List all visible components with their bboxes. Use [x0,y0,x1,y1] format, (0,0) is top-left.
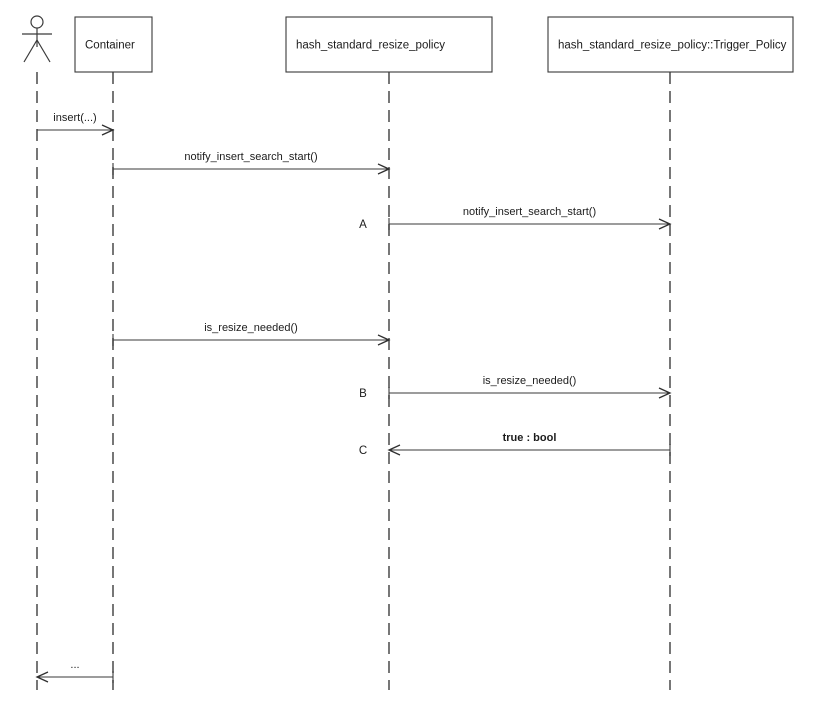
participant-label-policy: hash_standard_resize_policy [296,40,445,52]
participant-box-trigger[interactable] [547,16,794,73]
message-label-m3: notify_insert_search_start() [463,206,596,218]
actor-head-icon [30,15,44,29]
message-m4: is_resize_needed() [112,322,391,346]
participant-box-container[interactable] [74,16,153,73]
message-label-m7: ... [70,659,79,671]
participant-boxes-layer: Container hash_standard_resize_policy hash… [74,16,794,73]
message-arrowhead-m5 [658,387,672,399]
message-label-m1: insert(...) [53,112,96,124]
message-marker-m5: B [359,388,367,400]
message-arrowhead-m6 [387,444,401,456]
actor-leg-left-icon [23,39,38,63]
message-label-m4: is_resize_needed() [204,322,298,334]
participant-box-policy[interactable] [285,16,493,73]
message-marker-m6: C [359,445,367,457]
participant-label-container: Container [85,40,135,52]
message-arrowhead-m3 [658,218,672,230]
message-label-m2: notify_insert_search_start() [184,151,317,163]
messages-layer: insert(...)notify_insert_search_start()n… [35,112,672,683]
actor-leg-right-icon [36,39,51,63]
message-m5: is_resize_needed() B [359,375,672,400]
message-m1: insert(...) [37,112,115,136]
message-m7: ... [35,659,114,683]
participant-label-trigger: hash_standard_resize_policy::Trigger_Pol… [558,40,787,52]
message-marker-m3: A [359,219,367,231]
message-label-m6: true : bool [503,432,557,444]
message-label-m5: is_resize_needed() [483,375,577,387]
message-m3: notify_insert_search_start() A [359,206,672,231]
message-arrowhead-m2 [377,163,391,175]
message-arrowhead-m7 [35,671,49,683]
message-m2: notify_insert_search_start() [112,151,391,175]
message-arrowhead-m1 [101,124,115,136]
actor-figure [22,15,52,63]
message-arrowhead-m4 [377,334,391,346]
